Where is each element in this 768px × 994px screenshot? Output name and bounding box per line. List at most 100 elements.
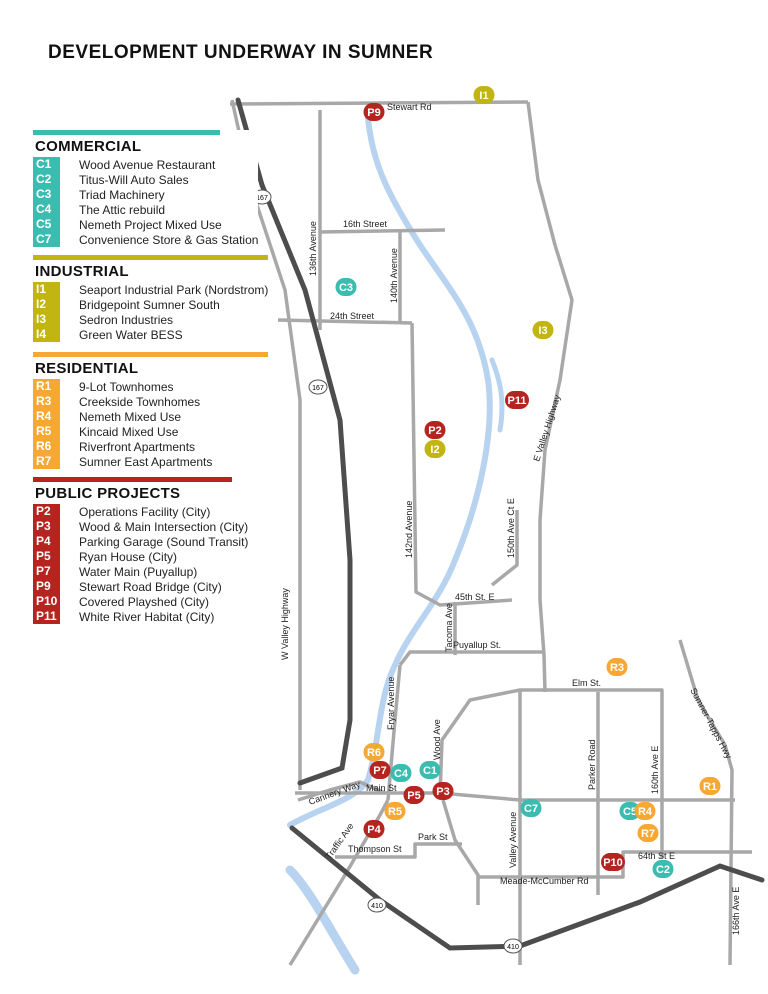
legend-code: P7	[33, 564, 60, 579]
marker-r4[interactable]: R4	[634, 802, 656, 820]
label-e-valley-highway: E Valley Highway	[531, 393, 562, 463]
marker-p3[interactable]: P3	[432, 782, 454, 800]
marker-r3[interactable]: R3	[606, 658, 628, 676]
marker-label: R5	[388, 806, 402, 818]
marker-i1[interactable]: I1	[473, 86, 495, 104]
marker-i2[interactable]: I2	[424, 440, 446, 458]
puyallup-river	[285, 865, 360, 975]
marker-c2[interactable]: C2	[652, 860, 674, 878]
label-thompson-st: Thompson St	[348, 844, 402, 854]
marker-badge	[520, 799, 542, 817]
marker-badge	[606, 658, 628, 676]
sr-410-shield-west: 410	[367, 897, 387, 913]
legend-label: Sumner East Apartments	[79, 454, 213, 469]
marker-p4[interactable]: P4	[363, 820, 385, 838]
marker-r5[interactable]: R5	[384, 802, 406, 820]
sr-167-shield-south: 167	[308, 379, 328, 395]
marker-label: R1	[703, 781, 717, 793]
section-title: PUBLIC PROJECTS	[35, 485, 181, 502]
label-valley-avenue: Valley Avenue	[508, 812, 518, 868]
label-16th-street: 16th Street	[343, 219, 388, 229]
150th-ave-ct-e	[490, 510, 519, 587]
marker-c4[interactable]: C4	[390, 764, 412, 782]
marker-c3[interactable]: C3	[335, 278, 357, 296]
legend-code: R7	[33, 454, 60, 469]
24th-street	[277, 318, 413, 325]
label-160th-ave: 160th Ave E	[650, 746, 660, 794]
label-park-st: Park St	[418, 832, 448, 842]
label-main-st: Main St	[366, 783, 397, 793]
marker-label: I3	[538, 325, 547, 337]
legend-label: Riverfront Apartments	[79, 439, 196, 454]
legend-code: R1	[33, 379, 60, 394]
legend-code: C7	[33, 232, 60, 247]
highway-shields: 167 167 410 410	[252, 189, 523, 954]
legend-label: Covered Playshed (City)	[79, 594, 210, 609]
legend-code: P3	[33, 519, 60, 534]
fryar-avenue	[386, 664, 402, 801]
marker-c5[interactable]: C5	[619, 802, 641, 820]
legend-code: C1	[33, 157, 60, 172]
marker-label: P2	[428, 425, 441, 437]
marker-label: R7	[641, 828, 655, 840]
marker-r6[interactable]: R6	[363, 743, 385, 761]
marker-p2[interactable]: P2	[424, 421, 446, 439]
marker-label: P9	[367, 107, 380, 119]
marker-c1[interactable]: C1	[419, 761, 441, 779]
legend-label: Seaport Industrial Park (Nordstrom)	[79, 282, 269, 297]
legend-label: Operations Facility (City)	[79, 504, 211, 519]
marker-label: I2	[430, 444, 439, 456]
marker-i3[interactable]: I3	[532, 321, 554, 339]
sumner-tapps-hwy	[678, 639, 734, 966]
cannery-way	[297, 780, 386, 802]
marker-p5[interactable]: P5	[403, 786, 425, 804]
legend-label: White River Habitat (City)	[79, 609, 215, 624]
marker-r1[interactable]: R1	[699, 777, 721, 795]
legend-label: Nemeth Project Mixed Use	[79, 217, 222, 232]
marker-r7[interactable]: R7	[637, 824, 659, 842]
traffic-ave	[288, 799, 390, 966]
legend-label: The Attic rebuild	[79, 202, 166, 217]
puyallup-st	[398, 650, 545, 667]
legend-code: P9	[33, 579, 60, 594]
marker-label: C1	[423, 765, 437, 777]
marker-label: P10	[603, 857, 623, 869]
marker-badge	[699, 777, 721, 795]
marker-label: P11	[508, 395, 527, 407]
marker-p11[interactable]: P11	[505, 391, 529, 409]
wood-ave	[438, 688, 545, 796]
label-fryar-avenue: Fryar Avenue	[386, 677, 396, 730]
marker-badge	[473, 86, 495, 104]
legend-item: R7 Sumner East Apartments	[33, 454, 268, 469]
marker-label: P4	[367, 824, 381, 836]
legend-code: P11	[33, 609, 60, 624]
legend-code: R3	[33, 394, 60, 409]
marker-badge	[634, 802, 656, 820]
section-bar	[33, 352, 268, 357]
marker-label: P5	[407, 790, 420, 802]
marker-p10[interactable]: P10	[601, 853, 625, 871]
marker-c7[interactable]: C7	[520, 799, 542, 817]
legend-label: Sedron Industries	[79, 312, 174, 327]
legend-label: Parking Garage (Sound Transit)	[79, 534, 249, 549]
legend-label: Kincaid Mixed Use	[79, 424, 179, 439]
marker-p9[interactable]: P9	[363, 103, 385, 121]
legend-code: P5	[33, 549, 60, 564]
marker-p7[interactable]: P7	[369, 761, 391, 779]
marker-label: C3	[339, 282, 353, 294]
